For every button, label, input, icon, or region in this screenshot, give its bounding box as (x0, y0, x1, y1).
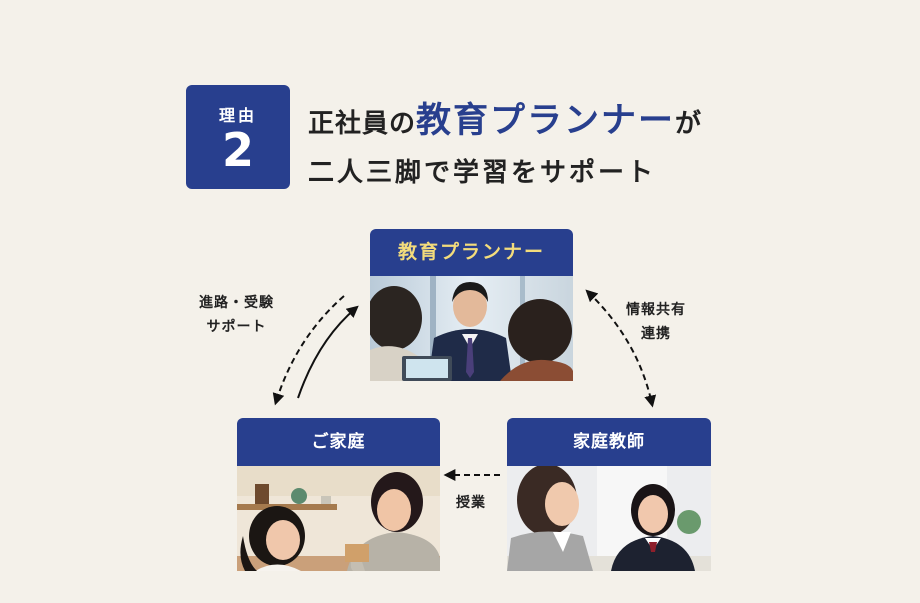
reason-label: 理由 (218, 106, 257, 125)
tutor-node: 家庭教師 (507, 418, 711, 571)
label-tutor-family: 授業 (456, 495, 486, 511)
tutor-photo (507, 466, 711, 571)
heading-line-1: 正社員の教育プランナーが (308, 92, 702, 143)
heading-pre: 正社員の (308, 109, 417, 139)
heading-line-2: 二人三脚で学習をサポート (308, 158, 657, 188)
heading-post: が (675, 109, 703, 139)
family-node: ご家庭 (237, 418, 440, 571)
reason-number: 2 (221, 123, 254, 177)
arrow-planner-to-family (272, 295, 345, 406)
planner-node: 教育プランナー (370, 229, 573, 381)
family-photo (237, 466, 440, 571)
label-planner-family: 進路・受験 サポート (199, 295, 274, 335)
tutor-title: 家庭教師 (573, 432, 645, 452)
heading-emphasis: 教育プランナー (416, 101, 676, 141)
planner-photo (370, 276, 573, 381)
arrow-planner-tutor (585, 289, 657, 408)
family-title: ご家庭 (311, 432, 366, 452)
arrow-family-to-planner (297, 305, 359, 399)
reason-badge: 理由 2 (186, 85, 290, 189)
planner-title: 教育プランナー (397, 241, 545, 263)
